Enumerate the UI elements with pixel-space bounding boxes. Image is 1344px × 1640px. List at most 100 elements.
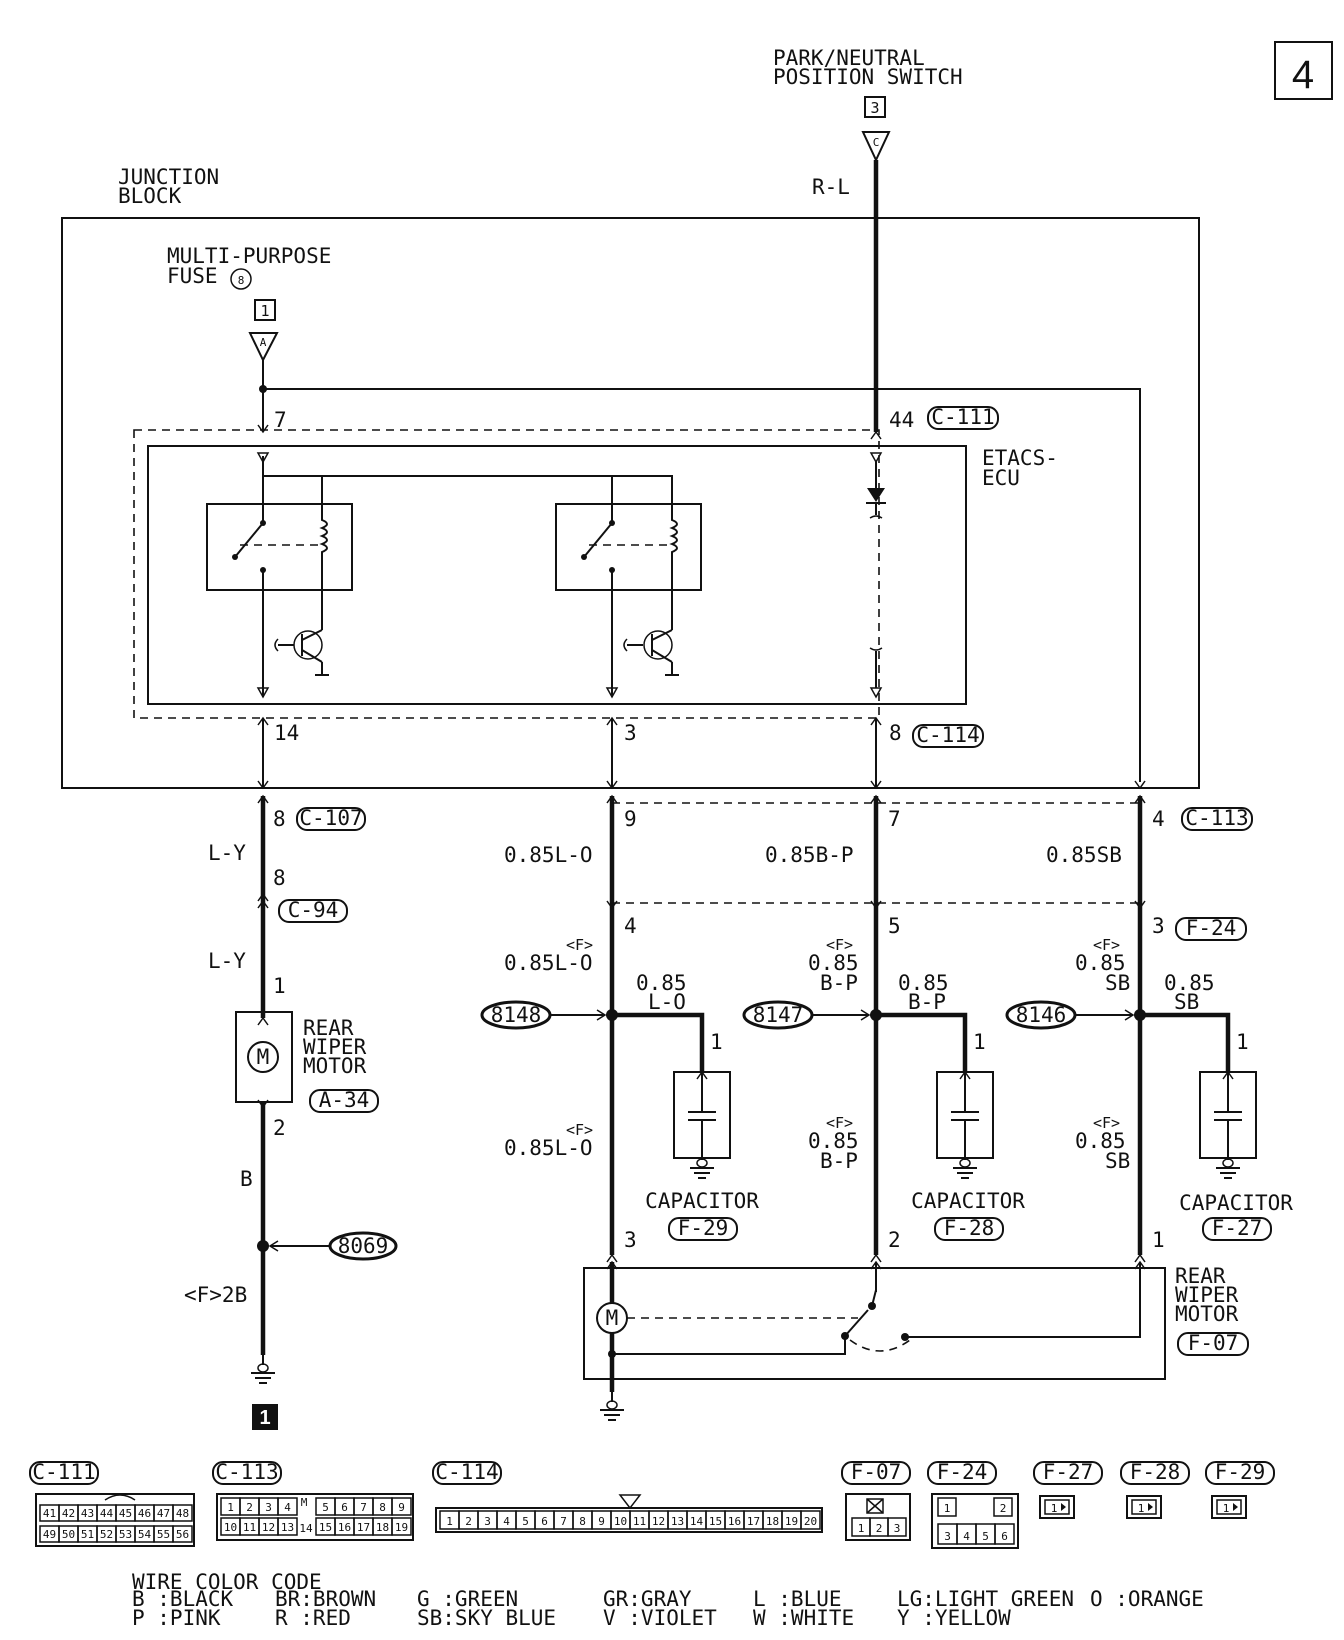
- c111-pin: 52: [96, 1525, 117, 1543]
- svg-text:8: 8: [579, 1515, 586, 1528]
- svg-text:8: 8: [238, 274, 245, 287]
- svg-text:1: 1: [973, 1030, 986, 1054]
- svg-text:<F>: <F>: [826, 1114, 853, 1132]
- capacitor-f27: 1 CAPACITOR F-27: [1179, 1030, 1293, 1241]
- c114-pin: 6: [534, 1510, 555, 1530]
- c111-pin: 49: [39, 1525, 60, 1543]
- legend-entry: LG:LIGHT GREEN: [897, 1587, 1074, 1611]
- park-neutral-switch: PARK/NEUTRAL POSITION SWITCH 3 C R-L: [773, 46, 963, 199]
- svg-text:0.85: 0.85: [898, 971, 949, 995]
- svg-text:53: 53: [119, 1528, 132, 1541]
- svg-text:F-29: F-29: [1215, 1460, 1266, 1484]
- svg-text:3: 3: [894, 1522, 901, 1535]
- svg-text:WIPER: WIPER: [303, 1035, 367, 1059]
- svg-text:MOTOR: MOTOR: [1175, 1302, 1239, 1326]
- svg-text:17: 17: [357, 1521, 370, 1534]
- c113-pin: 12: [258, 1517, 279, 1536]
- f24-pin: 5: [975, 1523, 996, 1545]
- svg-text:20: 20: [804, 1515, 817, 1528]
- right-branches: 9 7 4 C-113 0.85L-O 0.85B-P 0.85SB 4 5 3…: [480, 795, 1293, 1270]
- svg-text:1: 1: [1051, 1502, 1058, 1515]
- c114-pin: 7: [553, 1510, 574, 1530]
- svg-text:0.85: 0.85: [808, 951, 859, 975]
- svg-text:PARK/NEUTRAL: PARK/NEUTRAL: [773, 46, 925, 70]
- svg-text:REAR: REAR: [303, 1016, 354, 1040]
- ecu-diode: [866, 452, 886, 699]
- svg-text:10: 10: [614, 1515, 627, 1528]
- svg-text:19: 19: [395, 1521, 408, 1534]
- c114-pin: 17: [743, 1510, 764, 1530]
- svg-text:MOTOR: MOTOR: [303, 1054, 367, 1078]
- connector-tag-c114: C-114: [912, 723, 984, 748]
- c113-pin: 14: [299, 1522, 313, 1535]
- c114-pin: 19: [781, 1510, 802, 1530]
- svg-text:1: 1: [273, 974, 286, 998]
- c114-pin: 13: [667, 1510, 688, 1530]
- svg-text:L-Y: L-Y: [208, 949, 246, 973]
- f07-pin: 1: [851, 1517, 871, 1537]
- c113-pin: 11: [239, 1517, 260, 1536]
- svg-text:SB: SB: [1105, 971, 1130, 995]
- svg-text:50: 50: [62, 1528, 75, 1541]
- svg-text:18: 18: [766, 1515, 779, 1528]
- c111-pin: 47: [153, 1504, 174, 1522]
- svg-text:F-24: F-24: [937, 1460, 988, 1484]
- c114-pin: 10: [610, 1510, 631, 1530]
- svg-text:2: 2: [465, 1515, 472, 1528]
- legend-entry: B :BLACK: [132, 1587, 234, 1611]
- svg-text:R-L: R-L: [812, 175, 850, 199]
- c113-pin: 1: [220, 1497, 241, 1516]
- svg-text:54: 54: [138, 1528, 152, 1541]
- svg-text:C-113: C-113: [215, 1460, 278, 1484]
- svg-text:C-114: C-114: [916, 723, 979, 747]
- svg-text:2: 2: [1000, 1502, 1007, 1515]
- svg-text:A: A: [260, 336, 267, 349]
- c111-pin: 51: [77, 1525, 98, 1543]
- legend-entry: W :WHITE: [753, 1606, 854, 1630]
- c114-pin: 11: [629, 1510, 650, 1530]
- f24-pin: 3: [937, 1523, 958, 1545]
- svg-text:SB: SB: [1105, 1149, 1130, 1173]
- svg-text:3: 3: [870, 99, 879, 117]
- svg-text:8069: 8069: [338, 1234, 389, 1258]
- svg-text:8: 8: [889, 721, 902, 745]
- svg-text:C-111: C-111: [931, 405, 994, 429]
- svg-text:C-113: C-113: [1185, 806, 1248, 830]
- svg-text:3: 3: [484, 1515, 491, 1528]
- svg-text:16: 16: [338, 1521, 351, 1534]
- svg-text:FUSE: FUSE: [167, 264, 218, 288]
- c111-pin: 54: [134, 1525, 155, 1543]
- c114-pin: 16: [724, 1510, 745, 1530]
- legend-entry: R :RED: [275, 1606, 351, 1630]
- relay-1: [206, 476, 353, 699]
- svg-text:14: 14: [690, 1515, 704, 1528]
- svg-text:B-P: B-P: [820, 971, 858, 995]
- svg-text:CAPACITOR: CAPACITOR: [1179, 1191, 1293, 1215]
- svg-text:1: 1: [259, 1407, 270, 1429]
- c113-pin: 9: [391, 1497, 412, 1516]
- svg-text:8: 8: [379, 1501, 386, 1514]
- c111-pin: 45: [115, 1504, 136, 1522]
- svg-text:1: 1: [944, 1502, 951, 1515]
- c111-pin: 43: [77, 1504, 98, 1522]
- connector-view-f28: F-28 1: [1120, 1460, 1190, 1519]
- svg-text:3: 3: [624, 1228, 637, 1252]
- svg-text:42: 42: [62, 1507, 75, 1520]
- svg-text:2: 2: [273, 1116, 286, 1140]
- svg-text:16: 16: [728, 1515, 741, 1528]
- legend-entry: GR:GRAY: [603, 1587, 692, 1611]
- svg-text:0.85L-O: 0.85L-O: [504, 843, 593, 867]
- svg-text:2: 2: [888, 1228, 901, 1252]
- svg-text:43: 43: [81, 1507, 94, 1520]
- svg-text:SB: SB: [1174, 990, 1199, 1014]
- svg-text:BLOCK: BLOCK: [118, 184, 182, 208]
- relay-2: [555, 476, 702, 699]
- c114-pin: 15: [705, 1510, 726, 1530]
- svg-text:4: 4: [624, 914, 637, 938]
- svg-text:F-07: F-07: [1188, 1331, 1239, 1355]
- svg-text:<F>: <F>: [566, 1121, 593, 1139]
- c113-pin: 13: [277, 1517, 298, 1536]
- svg-text:F-07: F-07: [851, 1460, 902, 1484]
